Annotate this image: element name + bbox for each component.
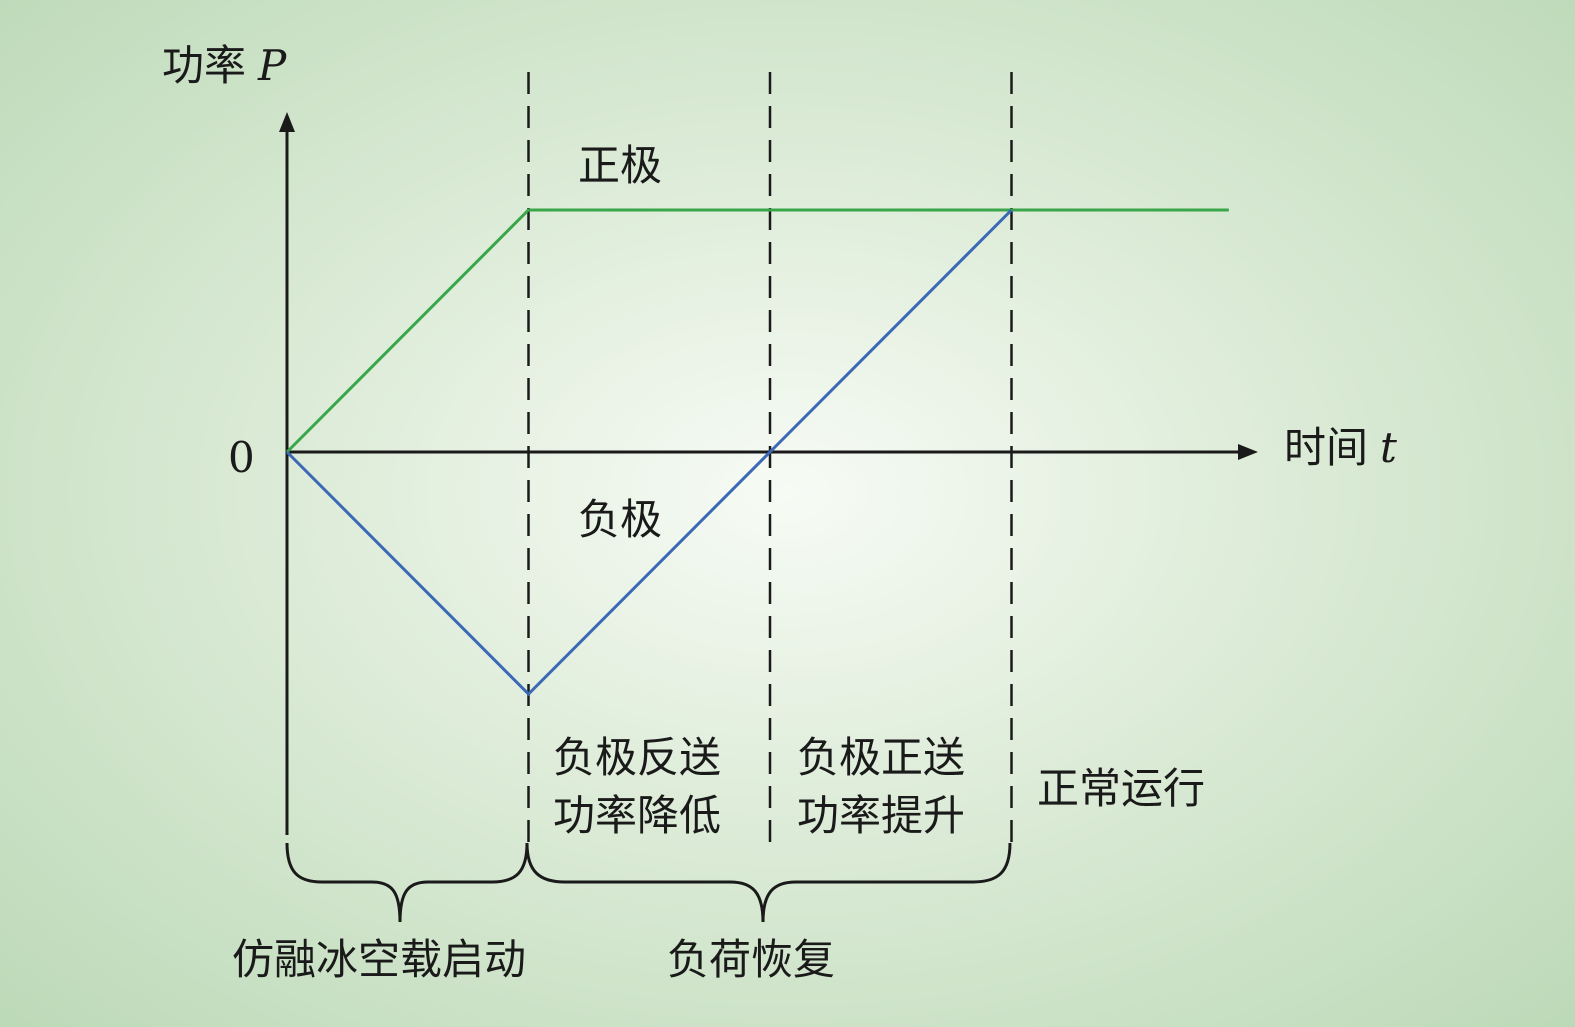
phase-negative-reverse-line2: 功率降低 [553,791,721,840]
origin-label: 0 [228,433,255,482]
phase-boundaries [527,72,1013,850]
positive-pole-line [285,208,1229,454]
positive-pole-label: 正极 [578,141,662,190]
phase-normal-label: 正常运行 [1037,764,1205,813]
brace-load-recovery [525,842,1012,923]
phase-negative-forward-line1: 负极正送 [797,733,965,782]
negative-pole-label: 负极 [578,495,662,544]
group-load-recovery-label: 负荷恢复 [667,935,835,984]
phase-negative-forward-line2: 功率提升 [797,791,965,840]
group-startup-label: 仿融冰空载启动 [232,935,526,984]
brace-startup [285,842,529,923]
phase-negative-reverse-line1: 负极反送 [553,733,721,782]
negative-pole-line [285,208,1013,697]
